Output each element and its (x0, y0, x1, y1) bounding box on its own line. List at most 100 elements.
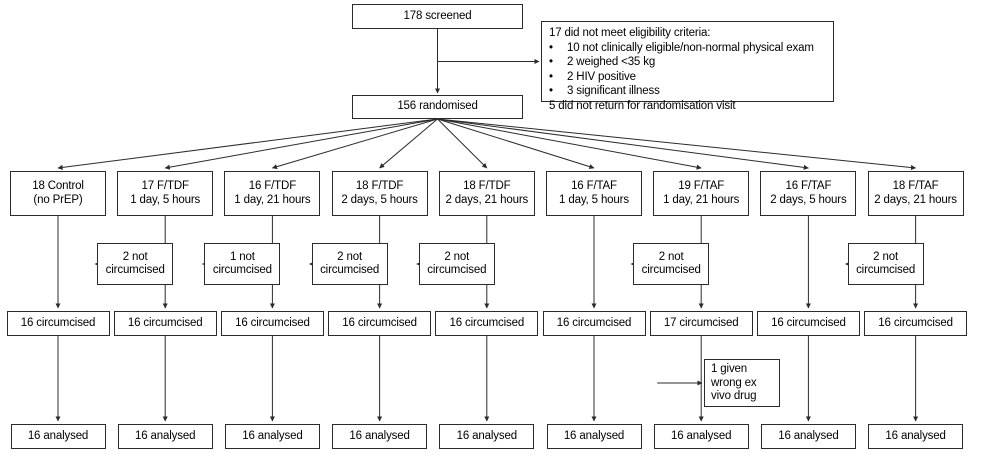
arm-label: 18 F/TDF (355, 180, 404, 192)
randomised-box: 156 randomised (352, 95, 523, 119)
analysed-label: 16 analysed (563, 429, 625, 442)
arm-label: 17 F/TDF (141, 180, 190, 192)
analysed-box-arm-ftaf-2d-5h: 16 analysed (760, 424, 856, 449)
arm-label: 1 day, 21 hours (234, 193, 311, 206)
circumcised-label: 16 circumcised (878, 316, 953, 329)
not-circumcised-label: circumcised (641, 264, 701, 276)
analysed-label: 16 analysed (242, 429, 303, 442)
arm-label: 2 days, 21 hours (874, 193, 957, 206)
circumcised-label: 17 circumcised (663, 316, 739, 329)
not-circumcised-label: 2 not (658, 250, 684, 263)
arm-label: 1 day, 21 hours (663, 193, 740, 206)
not-circumcised-label: 2 not (337, 250, 362, 263)
circumcised-box-arm-control: 16 circumcised (6, 311, 110, 336)
analysed-label: 16 analysed (135, 429, 196, 442)
note-line-2: wrong ex (711, 376, 757, 389)
exclusion-footer: 5 did not return for randomisation visit (549, 99, 736, 112)
circumcised-box-arm-ftaf-1d-21h: 17 circumcised (649, 311, 753, 336)
not-circumcised-label: 2 not (444, 250, 470, 263)
arm-label: 2 days, 21 hours (445, 193, 529, 206)
circumcised-box-arm-ftdf-2d-5h: 16 circumcised (328, 311, 432, 336)
analysed-label: 16 analysed (671, 429, 732, 442)
circumcised-box-arm-ftdf-1d-21h: 16 circumcised (220, 311, 324, 336)
circumcised-label: 16 circumcised (556, 316, 632, 329)
not-circumcised-label: circumcised (320, 264, 380, 276)
analysed-label: 16 analysed (27, 429, 89, 442)
analysed-box-arm-ftdf-2d-5h: 16 analysed (332, 424, 428, 449)
exclusion-item-text: 2 weighed <35 kg (567, 56, 656, 69)
wrong-drug-note-box: 1 given wrong ex vivo drug (704, 359, 780, 407)
not-circumcised-label: circumcised (856, 264, 916, 276)
arm-label: 16 F/TAF (571, 180, 617, 192)
analysed-box-arm-ftaf-1d-5h: 16 analysed (546, 424, 642, 449)
circumcised-box-arm-ftaf-1d-5h: 16 circumcised (542, 311, 646, 336)
exclusion-heading: 17 did not meet eligibility criteria: (549, 27, 711, 39)
exclusion-item: 2 HIV positive (549, 70, 636, 85)
arm-label: 18 Control (32, 180, 84, 192)
exclusion-item: 10 not clinically eligible/non-normal ph… (549, 41, 814, 56)
arm-label: 19 F/TAF (678, 180, 725, 192)
arm-label: (no PrEP) (33, 193, 83, 206)
circumcised-label: 16 circumcised (449, 316, 525, 329)
arm-label: 18 F/TDF (463, 180, 511, 192)
not-circumcised-label: 1 not (229, 250, 255, 263)
circumcised-label: 16 circumcised (771, 316, 846, 329)
circumcised-box-arm-ftdf-2d-21h: 16 circumcised (435, 311, 539, 336)
circumcised-box-arm-ftaf-2d-21h: 16 circumcised (864, 311, 968, 336)
analysed-box-arm-control: 16 analysed (10, 424, 106, 449)
arm-label: 1 day, 5 hours (130, 193, 201, 206)
arm-label: 1 day, 5 hours (559, 193, 629, 206)
arm-box-arm-control: 18 Control(no PrEP) (10, 171, 106, 216)
circumcised-label: 16 circumcised (127, 316, 203, 329)
analysed-box-arm-ftaf-2d-21h: 16 analysed (868, 424, 964, 449)
exclusion-item-text: 10 not clinically eligible/non-normal ph… (567, 41, 814, 54)
not-circumcised-label: 2 not (122, 250, 148, 263)
arm-label: 16 F/TDF (248, 180, 297, 192)
analysed-box-arm-ftaf-1d-21h: 16 analysed (653, 424, 749, 449)
arm-label: 16 F/TAF (785, 180, 832, 192)
analysed-label: 16 analysed (885, 429, 946, 442)
analysed-box-arm-ftdf-1d-21h: 16 analysed (224, 424, 320, 449)
analysed-box-arm-ftdf-2d-21h: 16 analysed (439, 424, 535, 449)
randomised-label: 156 randomised (397, 100, 478, 113)
analysed-label: 16 analysed (349, 429, 410, 442)
circumcised-box-arm-ftaf-2d-5h: 16 circumcised (756, 311, 860, 336)
circumcised-label: 16 circumcised (235, 316, 310, 329)
arm-label: 18 F/TAF (892, 180, 939, 192)
analysed-box-arm-ftdf-1d-5h: 16 analysed (117, 424, 213, 449)
exclusion-item-text: 3 significant illness (567, 85, 660, 98)
circumcised-label: 16 circumcised (342, 316, 417, 329)
analysed-label: 16 analysed (778, 429, 839, 442)
analysed-label: 16 analysed (456, 429, 518, 442)
not-circumcised-label: circumcised (427, 264, 487, 276)
exclusion-item: 2 weighed <35 kg (549, 55, 655, 70)
not-circumcised-label: 2 not (873, 250, 898, 263)
arm-label: 2 days, 5 hours (770, 193, 847, 206)
exclusion-item-text: 2 HIV positive (567, 70, 636, 83)
screened-label: 178 screened (403, 9, 472, 22)
circumcised-box-arm-ftdf-1d-5h: 16 circumcised (113, 311, 217, 336)
circumcised-label: 16 circumcised (20, 316, 96, 329)
not-circumcised-label: circumcised (105, 264, 165, 276)
note-line-1: 1 given (711, 363, 748, 375)
exclusion-item: 3 significant illness (549, 84, 660, 99)
screened-box: 178 screened (352, 4, 523, 29)
exclusion-criteria-box: 17 did not meet eligibility criteria: 10… (541, 21, 834, 112)
arm-label: 2 days, 5 hours (341, 193, 418, 206)
